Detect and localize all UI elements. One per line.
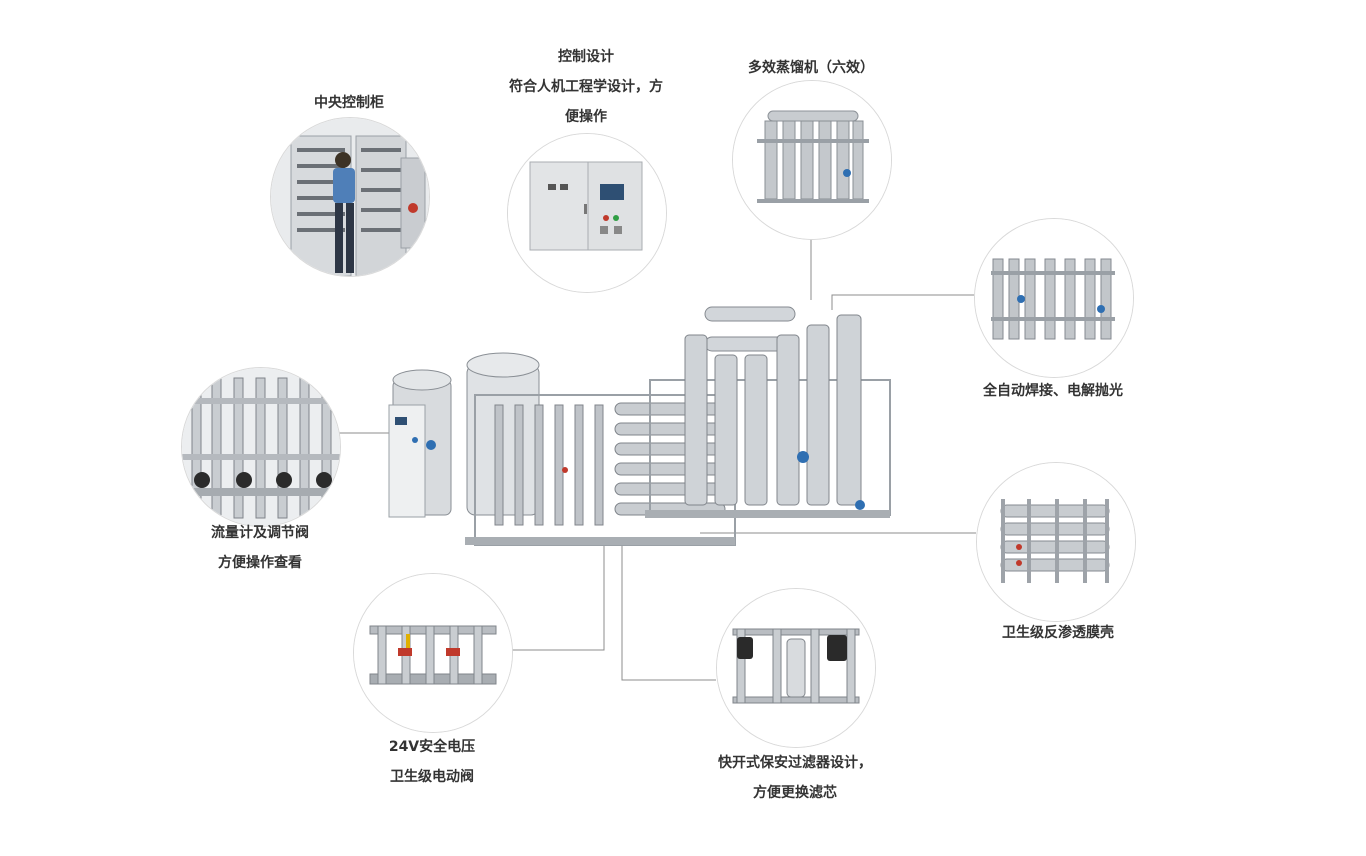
cabinet-photo: [270, 117, 430, 277]
control-panel-photo: [507, 133, 667, 293]
connector-filter: [622, 545, 716, 680]
distiller-photo: [732, 80, 892, 240]
ro-shell-photo: [976, 462, 1136, 622]
label-control-design: 控制设计 符合人机工程学设计，方 便操作: [476, 42, 696, 132]
filter-photo: [716, 588, 876, 748]
control-cabinet: [389, 405, 425, 517]
label-welding: 全自动焊接、电解抛光: [943, 376, 1163, 406]
welding-photo: [974, 218, 1134, 378]
label-flowmeter: 流量计及调节阀 方便操作查看: [160, 518, 360, 578]
label-electric-valve: 24V安全电压 卫生级电动阀: [332, 732, 532, 792]
label-central-cabinet: 中央控制柜: [249, 88, 449, 118]
electric-valve-photo: [353, 573, 513, 733]
water-system-machine: [385, 295, 895, 565]
label-distiller: 多效蒸馏机（六效）: [701, 53, 921, 83]
flowmeter-photo: [181, 367, 341, 527]
label-ro-shell: 卫生级反渗透膜壳: [948, 618, 1168, 648]
label-filter: 快开式保安过滤器设计， 方便更换滤芯: [680, 748, 910, 808]
